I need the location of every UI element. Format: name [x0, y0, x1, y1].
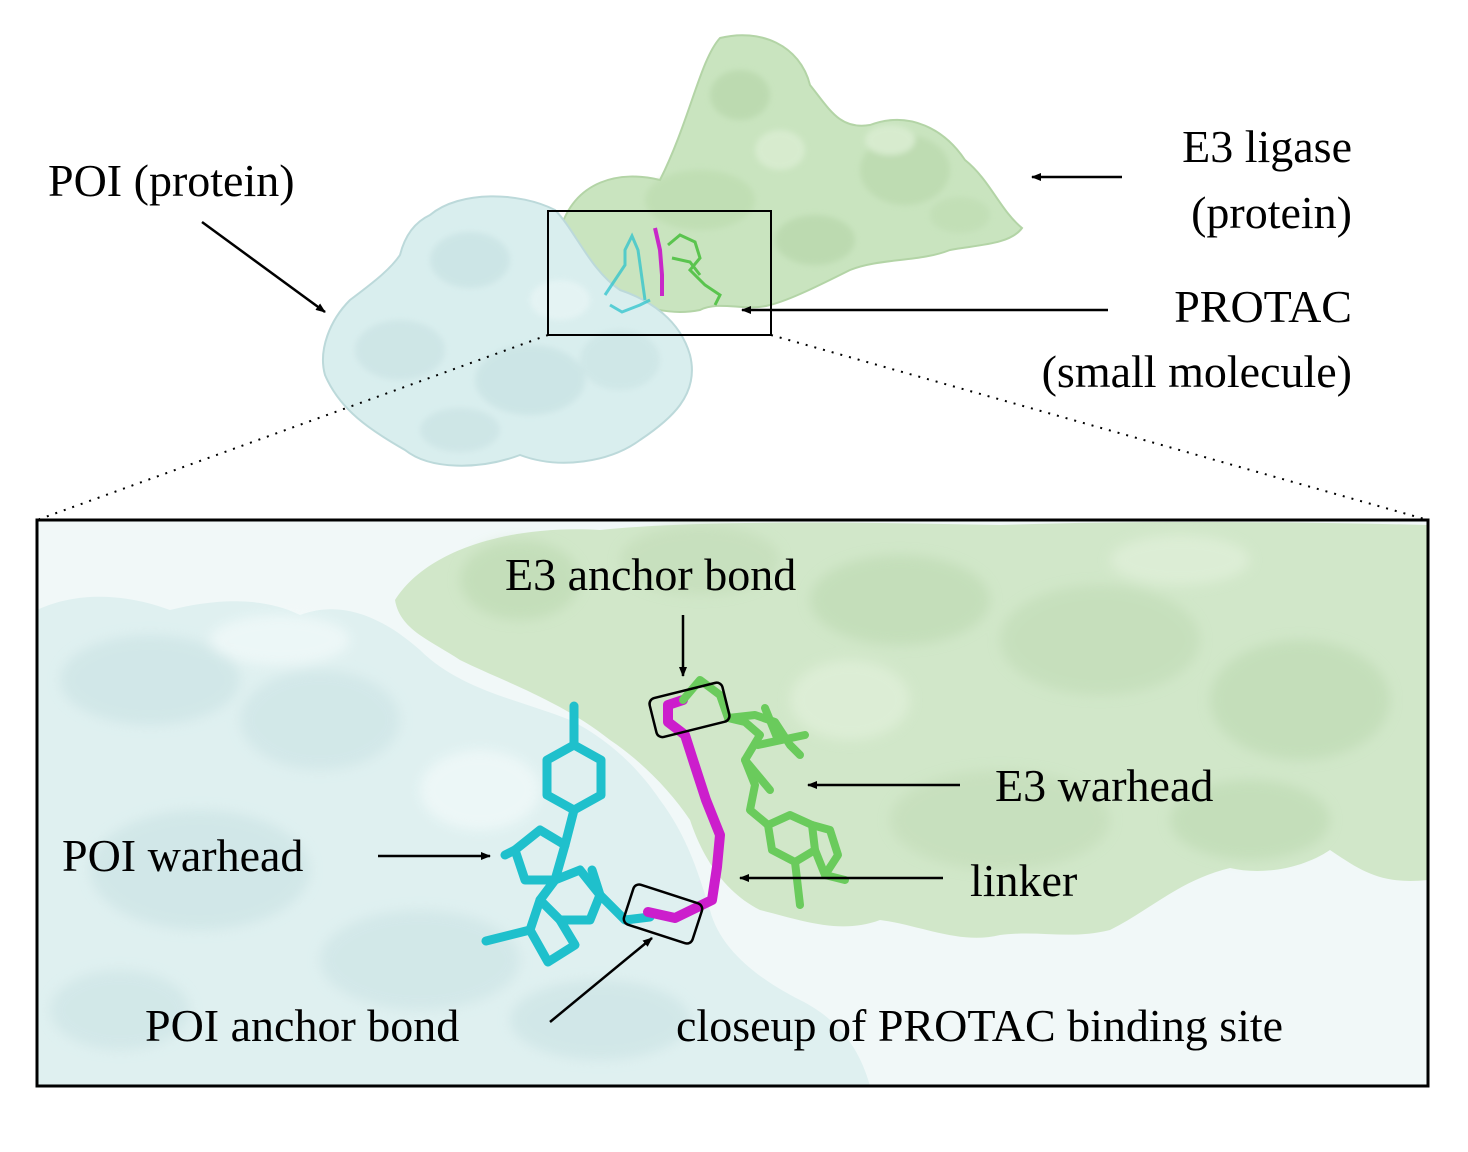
e3-ligase-label-line2: (protein) [1191, 187, 1352, 238]
poi-anchor-bond-label: POI anchor bond [145, 1000, 460, 1051]
poi-anchor-bond-box [622, 883, 704, 945]
zoom-line-right [770, 334, 1429, 521]
e3-anchor-bond-label: E3 anchor bond [505, 549, 797, 600]
closeup-caption: closeup of PROTAC binding site [676, 1000, 1284, 1051]
closeup-panel-border [35, 518, 1430, 1088]
poi-surface [321, 195, 693, 467]
e3-anchor-bond-box [648, 681, 731, 739]
closeup-panel [37, 520, 1428, 1086]
e3-ligase-surface [558, 34, 1024, 313]
poi-protein-label: POI (protein) [48, 155, 295, 206]
linker-label: linker [970, 855, 1078, 906]
linker-molecule [643, 695, 725, 923]
poi-warhead-molecule [481, 701, 655, 967]
poi-anchor-arrow [549, 937, 653, 1023]
e3-warhead-label: E3 warhead [995, 760, 1214, 811]
zoom-line-left [36, 334, 549, 521]
overview-protac-molecule [603, 227, 722, 314]
protac-label-line1: PROTAC [1174, 281, 1352, 332]
e3-warhead-molecule [679, 676, 849, 909]
poi-arrow [201, 220, 326, 314]
protac-label-line2: (small molecule) [1041, 346, 1352, 397]
e3-ligase-label-line1: E3 ligase [1182, 121, 1352, 172]
poi-warhead-label: POI warhead [62, 830, 304, 881]
overview-zoom-box [547, 210, 772, 336]
